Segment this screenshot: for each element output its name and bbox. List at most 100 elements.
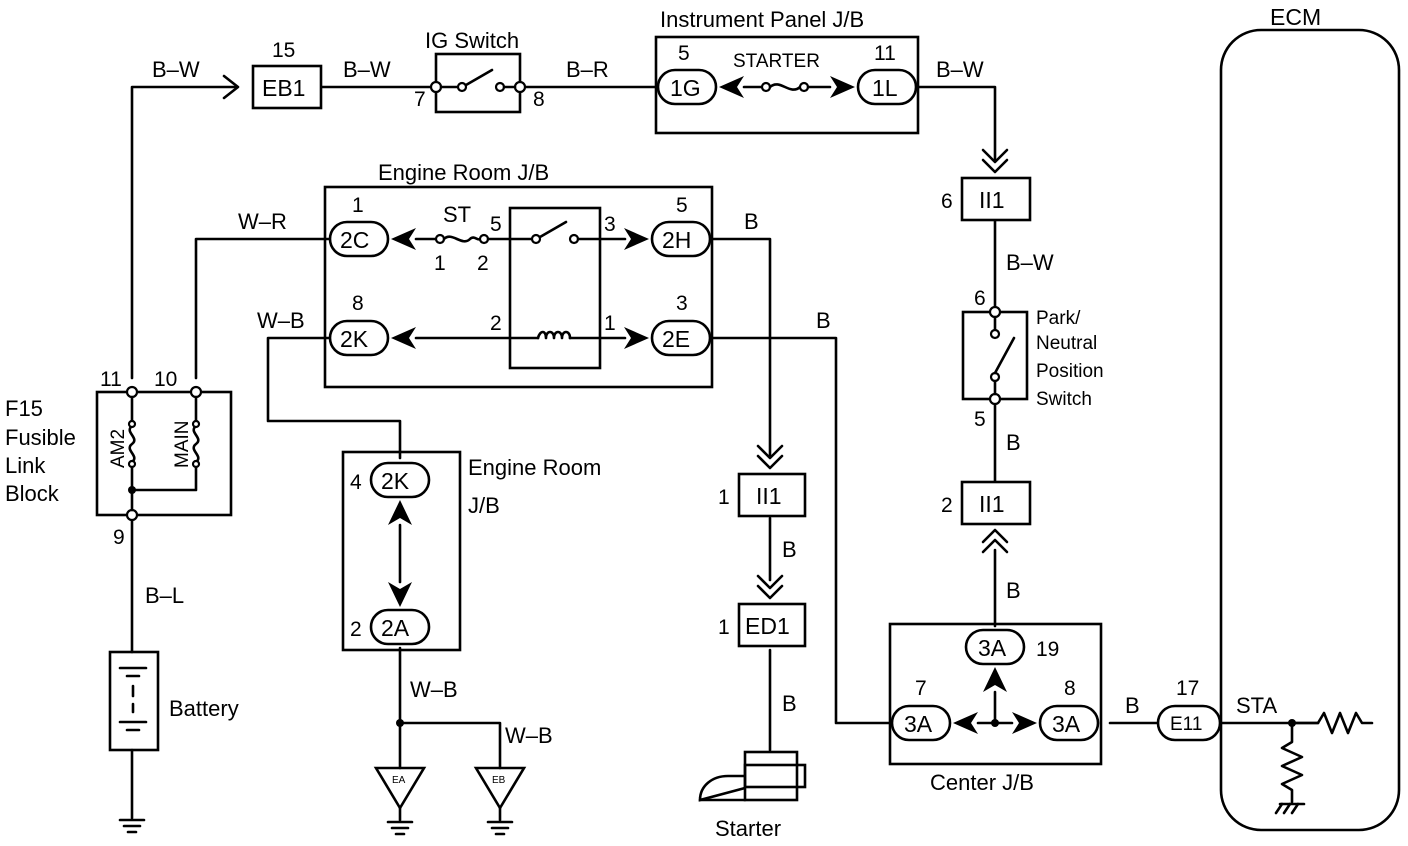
wire-label-bw-eb1: B–W bbox=[343, 57, 391, 82]
svg-text:Link: Link bbox=[5, 453, 46, 478]
svg-text:15: 15 bbox=[272, 39, 295, 62]
sta-terminal-label: STA bbox=[1236, 693, 1277, 718]
ground-eb: EB bbox=[473, 766, 527, 836]
center-jb-label: Center J/B bbox=[930, 770, 1034, 795]
connector-ii1-park: II1 2 bbox=[941, 480, 1032, 554]
park-neutral-switch: 6 5 Park/ Neutral Position Switch bbox=[961, 287, 1104, 431]
wire-label-bw-park: B–W bbox=[1006, 250, 1054, 275]
svg-text:2: 2 bbox=[941, 494, 953, 517]
svg-text:3A: 3A bbox=[978, 635, 1007, 661]
svg-text:1: 1 bbox=[718, 486, 730, 509]
svg-text:2: 2 bbox=[350, 618, 362, 641]
svg-text:Engine Room: Engine Room bbox=[468, 455, 601, 480]
svg-text:EB: EB bbox=[492, 775, 506, 786]
svg-text:5: 5 bbox=[490, 213, 502, 236]
wire-label-wr: W–R bbox=[238, 209, 287, 234]
instrument-panel-jb: Instrument Panel J/B 1G 5 1L 11 STARTER bbox=[654, 7, 920, 135]
wire-label-wb-eb: W–B bbox=[505, 723, 553, 748]
ecm: ECM STA bbox=[1219, 4, 1401, 832]
connector-2k bbox=[328, 319, 390, 357]
svg-text:EB1: EB1 bbox=[262, 75, 305, 101]
svg-text:II1: II1 bbox=[756, 483, 782, 509]
ig-switch: IG Switch 7 8 bbox=[414, 28, 545, 114]
connector-1g bbox=[656, 68, 718, 106]
wire-label-b-2e: B bbox=[816, 308, 831, 333]
connector-2h bbox=[650, 220, 712, 258]
wire-label-br: B–R bbox=[566, 57, 609, 82]
connector-2e bbox=[650, 319, 712, 357]
svg-text:Block: Block bbox=[5, 481, 60, 506]
connector-er2-2k bbox=[369, 461, 431, 499]
svg-text:8: 8 bbox=[352, 292, 364, 315]
wire-label-b-center: B bbox=[1006, 578, 1021, 603]
svg-text:3: 3 bbox=[676, 292, 688, 315]
svg-text:1: 1 bbox=[352, 194, 364, 217]
svg-text:1G: 1G bbox=[670, 75, 701, 101]
ecm-label: ECM bbox=[1270, 4, 1321, 30]
wire-wb-2a-to-grounds bbox=[398, 646, 502, 770]
center-jb: Center J/B 3A 19 3A 7 3A 8 bbox=[888, 622, 1103, 795]
svg-text:F15: F15 bbox=[5, 396, 43, 421]
starter-relay bbox=[508, 206, 602, 370]
wire-label-wb-ground: W–B bbox=[410, 677, 458, 702]
wires bbox=[130, 85, 1320, 820]
wire-label-bw-ip: B–W bbox=[936, 57, 984, 82]
wire-wb-2k-to-er2-2k bbox=[266, 336, 402, 460]
svg-text:2C: 2C bbox=[340, 227, 369, 253]
wire-label-b-ii1: B bbox=[782, 537, 797, 562]
starter-fuse-label: STARTER bbox=[733, 51, 820, 72]
wire-b-2h-to-ii1 bbox=[708, 237, 772, 457]
svg-text:EA: EA bbox=[392, 775, 406, 786]
svg-text:11: 11 bbox=[100, 368, 122, 391]
svg-text:2K: 2K bbox=[381, 468, 410, 494]
am2-fuse-label: AM2 bbox=[108, 429, 129, 468]
svg-text:Park/: Park/ bbox=[1036, 308, 1081, 329]
svg-text:10: 10 bbox=[154, 368, 177, 391]
wire-b-2e-to-center bbox=[708, 336, 892, 725]
svg-text:2H: 2H bbox=[662, 227, 691, 253]
engine-room-jb-lower: Engine Room J/B 2K 4 2A 2 bbox=[341, 450, 601, 652]
svg-text:II1: II1 bbox=[979, 491, 1005, 517]
connector-ed1: ED1 1 bbox=[718, 574, 807, 648]
wire-label-b-park: B bbox=[1006, 430, 1021, 455]
wire-label-bl: B–L bbox=[145, 583, 184, 608]
engine-room-jb-label: Engine Room J/B bbox=[378, 160, 549, 185]
ecm-box bbox=[1219, 28, 1401, 832]
svg-text:2E: 2E bbox=[662, 326, 690, 352]
svg-text:Fusible: Fusible bbox=[5, 425, 76, 450]
arrow-eb1 bbox=[222, 74, 240, 100]
ground-ea: EA bbox=[373, 766, 427, 836]
fusible-link-block: AM2 MAIN 11 10 9 F15 Fusible Link Block bbox=[5, 368, 233, 549]
connector-ii1-mid: II1 1 bbox=[718, 444, 807, 518]
svg-text:19: 19 bbox=[1036, 638, 1059, 661]
connector-3a-top bbox=[964, 628, 1026, 666]
svg-text:7: 7 bbox=[414, 88, 426, 111]
battery-label: Battery bbox=[169, 696, 239, 721]
connector-2c bbox=[328, 220, 390, 258]
connector-e11: E11 17 bbox=[1156, 677, 1222, 742]
svg-text:Switch: Switch bbox=[1036, 389, 1092, 410]
wire-label-bw-left: B–W bbox=[152, 57, 200, 82]
svg-text:1: 1 bbox=[604, 312, 616, 335]
svg-text:J/B: J/B bbox=[468, 493, 500, 518]
svg-text:ED1: ED1 bbox=[745, 613, 790, 639]
svg-text:1: 1 bbox=[718, 616, 730, 639]
svg-text:3: 3 bbox=[604, 213, 616, 236]
svg-text:5: 5 bbox=[974, 408, 986, 431]
wire-label-b-2h: B bbox=[744, 209, 759, 234]
svg-text:2K: 2K bbox=[340, 326, 369, 352]
svg-text:E11: E11 bbox=[1170, 714, 1202, 735]
svg-text:11: 11 bbox=[874, 42, 896, 65]
wire-label-b-e11: B bbox=[1125, 693, 1140, 718]
svg-text:8: 8 bbox=[1064, 677, 1076, 700]
wire-bw-fusible-to-eb1 bbox=[130, 85, 238, 380]
connector-1l bbox=[856, 68, 918, 106]
starter-label: Starter bbox=[715, 816, 781, 841]
svg-text:II1: II1 bbox=[979, 187, 1005, 213]
svg-text:5: 5 bbox=[678, 42, 690, 65]
svg-text:6: 6 bbox=[974, 287, 986, 310]
starter: Starter bbox=[698, 750, 807, 841]
svg-text:2: 2 bbox=[477, 252, 489, 275]
connector-er2-2a bbox=[369, 608, 431, 646]
